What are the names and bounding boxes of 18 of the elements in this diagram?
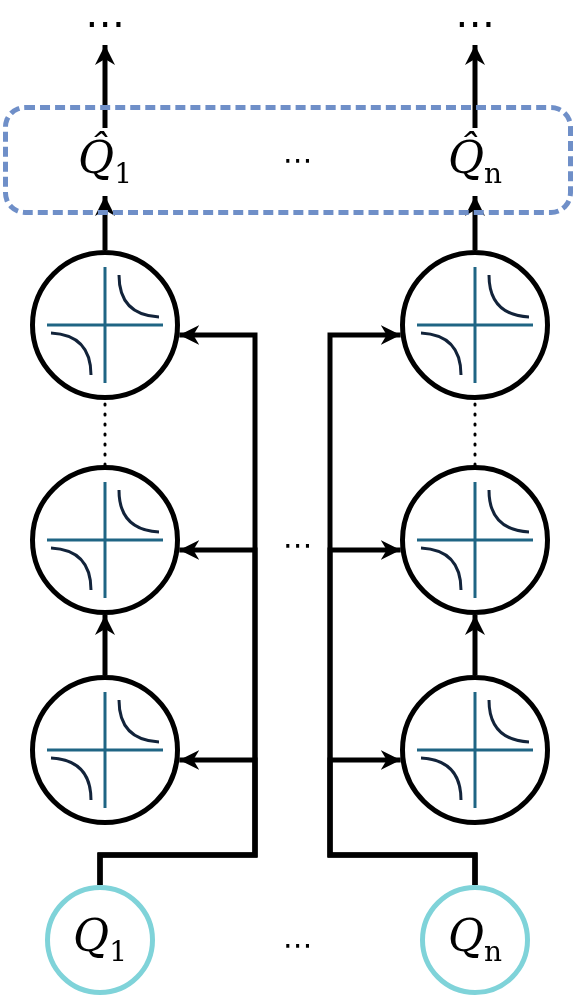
arrow [95,196,115,250]
dashed-group-box [3,105,573,215]
variable-label: Q̂$_{n}$ [420,128,530,196]
ellipsis: ⋯ [75,0,135,45]
variable-label: Q$_{1}$ [73,914,127,966]
arrow [95,45,115,128]
variable-label: Q̂$_{1}$ [50,128,160,196]
arrow [465,196,485,250]
arrow [95,615,115,675]
arrow [97,325,258,885]
ellipsis: ⋯ [283,530,313,560]
arrow [465,45,485,128]
ellipsis: ⋯ [445,0,505,45]
ellipsis: ⋯ [283,930,313,960]
arrow [465,615,485,675]
variable-label: Q$_{n}$ [447,914,503,966]
ellipsis: ⋯ [283,145,313,175]
arrow [327,325,478,885]
